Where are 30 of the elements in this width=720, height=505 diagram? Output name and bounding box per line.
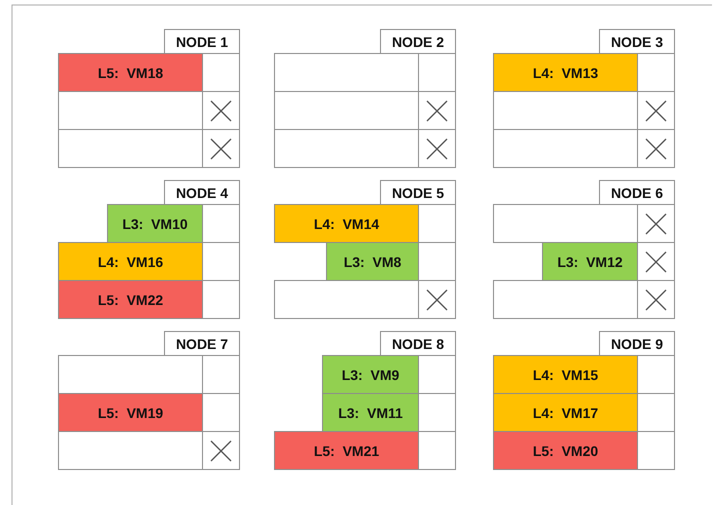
vm-slot-block: L5: VM19 xyxy=(58,393,203,432)
vm-slot-block: L5: VM18 xyxy=(58,53,203,92)
node-title-box: NODE 8 xyxy=(380,331,456,356)
vm-slot-block: L5: VM20 xyxy=(493,431,638,470)
node-title-box: NODE 7 xyxy=(164,331,240,356)
node-title-box: NODE 6 xyxy=(599,180,675,205)
vm-slot-block: L3: VM11 xyxy=(322,393,419,432)
crossed-out-cell xyxy=(637,280,675,319)
vm-slot-block: L4: VM14 xyxy=(274,204,419,243)
vm-slot-block: L3: VM10 xyxy=(107,204,203,243)
node-title-box: NODE 4 xyxy=(164,180,240,205)
node-title-box: NODE 5 xyxy=(380,180,456,205)
vm-slot-block: L4: VM15 xyxy=(493,355,638,394)
crossed-out-cell xyxy=(202,129,240,168)
vm-slot-block: L4: VM13 xyxy=(493,53,638,92)
vm-slot-block: L4: VM16 xyxy=(58,242,203,281)
crossed-out-cell xyxy=(418,129,456,168)
node-title-box: NODE 3 xyxy=(599,29,675,54)
vm-slot-block: L4: VM17 xyxy=(493,393,638,432)
node-title-box: NODE 9 xyxy=(599,331,675,356)
node-title-box: NODE 1 xyxy=(164,29,240,54)
crossed-out-cell xyxy=(418,280,456,319)
vm-slot-block: L3: VM9 xyxy=(322,355,419,394)
vm-slot-block: L3: VM12 xyxy=(542,242,638,281)
node-title-box: NODE 2 xyxy=(380,29,456,54)
vm-slot-block: L5: VM21 xyxy=(274,431,419,470)
crossed-out-cell xyxy=(202,431,240,470)
crossed-out-cell xyxy=(637,129,675,168)
vm-slot-block: L3: VM8 xyxy=(326,242,419,281)
vm-slot-block: L5: VM22 xyxy=(58,280,203,319)
